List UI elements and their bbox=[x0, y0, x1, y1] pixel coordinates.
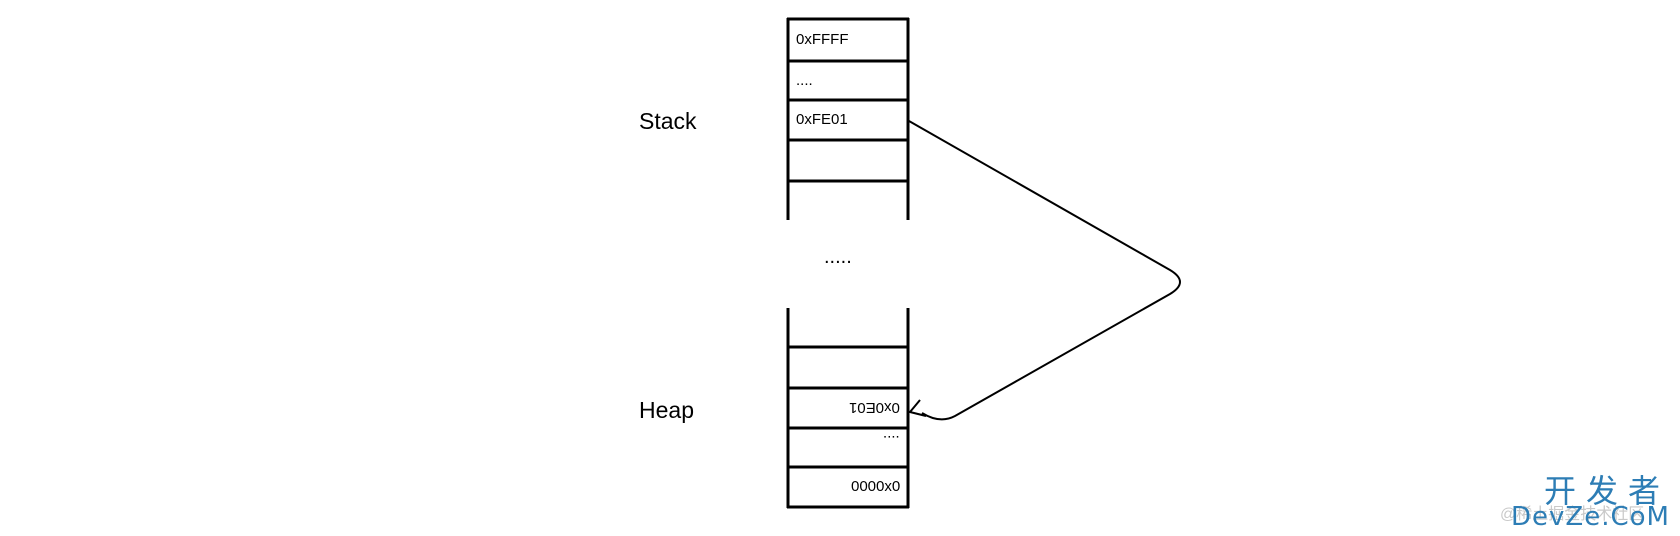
stack-cell bbox=[788, 140, 908, 180]
stack-cell: 0xFFFF bbox=[788, 20, 908, 60]
stack-cell-text: .... bbox=[796, 72, 813, 89]
stack-cell: 0xFE01 bbox=[788, 100, 908, 140]
heap-label: Heap bbox=[639, 397, 694, 423]
heap-cell-text: 0x0E01 bbox=[849, 399, 900, 416]
watermark-english: DevZe.CoM bbox=[1511, 502, 1670, 532]
heap-cell-text: 0x0000 bbox=[850, 478, 900, 495]
heap-cell-text: .... bbox=[883, 432, 900, 449]
stack-label: Stack bbox=[639, 108, 697, 134]
pointer-arrow bbox=[908, 120, 1181, 421]
heap-cell: .... bbox=[788, 428, 908, 468]
heap-cell bbox=[788, 347, 908, 387]
stack-cell bbox=[788, 181, 908, 221]
gap-ellipsis: ..... bbox=[824, 246, 852, 268]
heap-cell bbox=[788, 308, 908, 348]
stack-cell-text: 0xFE01 bbox=[796, 111, 848, 128]
stack-cell: .... bbox=[788, 61, 908, 101]
stack-cell-text: 0xFFFF bbox=[796, 31, 849, 48]
heap-cell: 0x0000 bbox=[788, 467, 908, 507]
watermark-credit: @稀土掘金技术社区 bbox=[1500, 506, 1645, 523]
heap-cell: 0x0E01 bbox=[788, 388, 908, 428]
watermark-chinese: 开发者 bbox=[1543, 472, 1670, 510]
arrow-head-icon bbox=[908, 399, 927, 417]
